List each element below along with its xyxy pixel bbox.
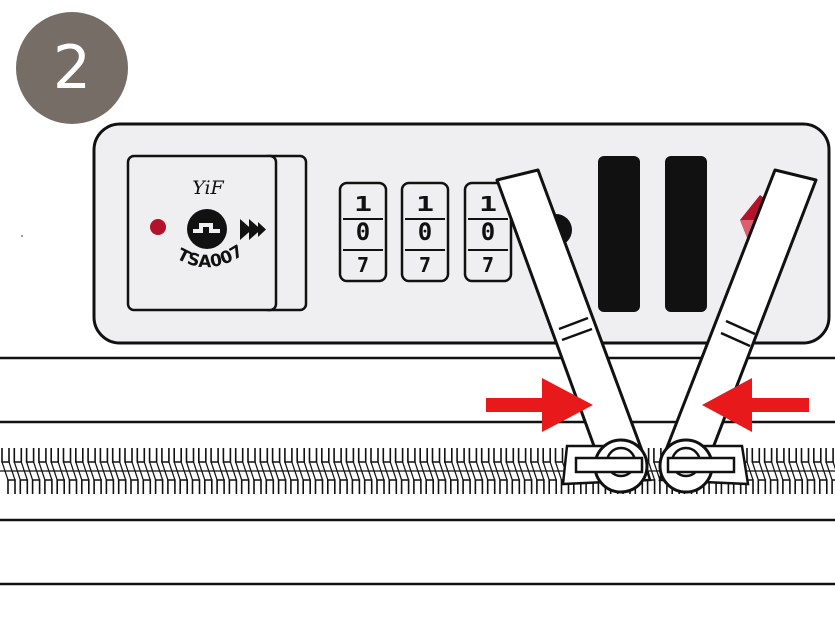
arrow-push-left-icon	[702, 378, 809, 432]
wheel-top-digit: 1	[479, 193, 497, 217]
wheel-bottom-digit: 7	[419, 253, 431, 277]
indicator-dot	[150, 219, 166, 235]
wheel-middle-digit: 0	[356, 218, 370, 246]
step-number: 2	[52, 33, 92, 103]
tsa-emblem-icon	[187, 209, 266, 249]
combination-wheel: 10 7	[400, 181, 450, 283]
wheel-middle-digit: 0	[481, 218, 495, 246]
wheel-top-digit: 1	[354, 193, 372, 217]
wheel-top-digit: 1	[416, 193, 434, 217]
zipper-pull-left	[495, 168, 652, 494]
zipper-pull-right	[658, 168, 818, 494]
zipper-slot-left	[598, 156, 640, 312]
wheel-bottom-digit: 7	[482, 253, 494, 277]
step-number-badge: 2	[16, 12, 128, 124]
combination-wheel: 10 7	[338, 181, 388, 283]
brand-label: YiF	[192, 177, 224, 199]
zipper-slot-right	[665, 156, 707, 312]
combination-wheel: 10 7	[463, 181, 513, 283]
wheel-bottom-digit: 7	[357, 253, 369, 277]
wheel-middle-digit: 0	[418, 218, 432, 246]
arrow-push-right-icon	[486, 378, 593, 432]
